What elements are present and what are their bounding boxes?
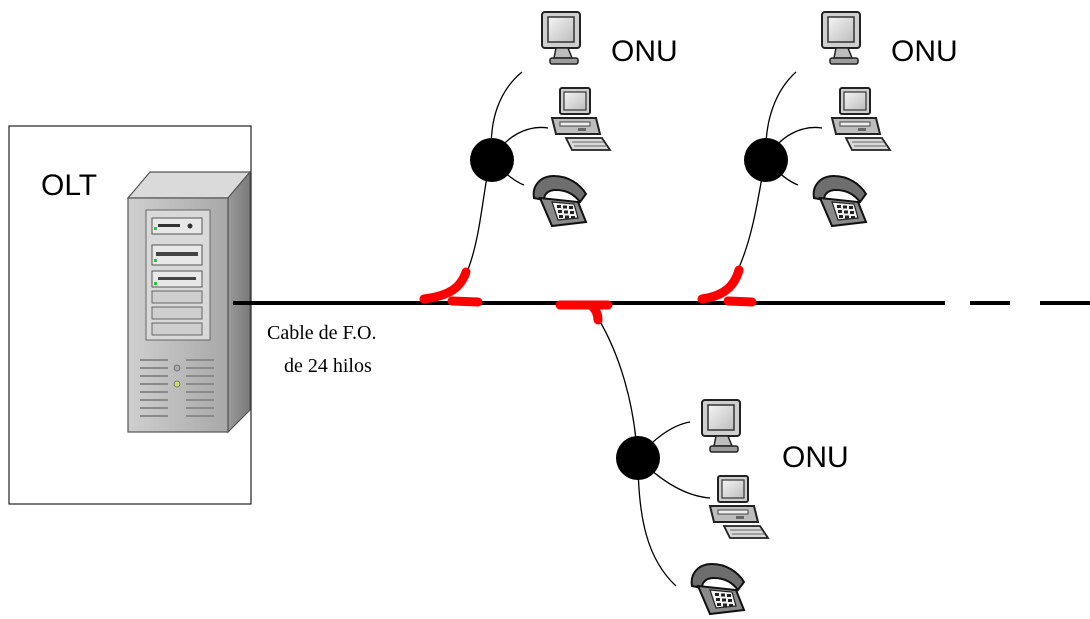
splice-mark-2 bbox=[555, 300, 613, 325]
monitor-icon bbox=[701, 399, 741, 453]
cable-label-line2: de 24 hilos bbox=[284, 355, 372, 377]
onu-group-1: ONU bbox=[470, 11, 678, 227]
splitter-node-icon bbox=[616, 436, 660, 480]
onu-2-label: ONU bbox=[891, 35, 958, 68]
splitter-node-icon bbox=[744, 138, 788, 182]
desktop-computer-icon bbox=[709, 475, 769, 539]
monitor-icon bbox=[541, 11, 581, 65]
telephone-icon bbox=[690, 563, 745, 615]
onu-1-label: ONU bbox=[611, 35, 678, 68]
onu-group-3: ONU bbox=[616, 399, 849, 615]
branch-fiber-3 bbox=[597, 317, 637, 441]
server-tower-icon bbox=[126, 170, 252, 434]
cable-label-line1: Cable de F.O. bbox=[267, 322, 377, 344]
splice-mark-3 bbox=[697, 265, 757, 307]
desktop-computer-icon bbox=[551, 87, 611, 151]
monitor-icon bbox=[821, 11, 861, 65]
telephone-icon bbox=[532, 175, 587, 227]
desktop-computer-icon bbox=[831, 87, 891, 151]
splitter-node-icon bbox=[470, 138, 514, 182]
telephone-icon bbox=[812, 175, 867, 227]
olt-label: OLT bbox=[41, 169, 97, 202]
splice-mark-1 bbox=[419, 267, 483, 307]
onu-3-label: ONU bbox=[782, 441, 849, 474]
onu-group-2: ONU bbox=[744, 11, 958, 227]
